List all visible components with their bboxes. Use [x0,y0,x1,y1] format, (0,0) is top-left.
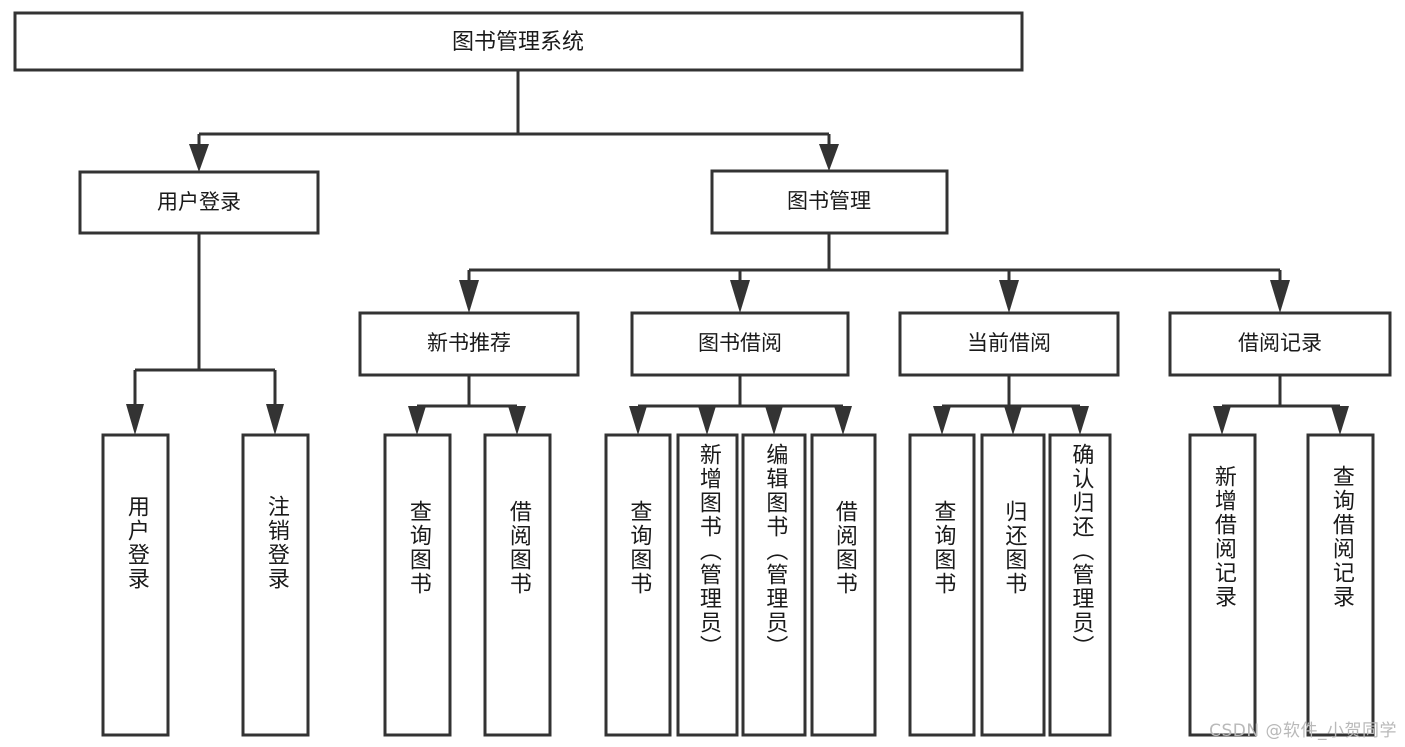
arrow-head-icon [819,144,839,171]
arrow-head-icon [698,406,716,435]
node-box-leaf-query-book-current[interactable] [908,433,976,737]
arrow-head-icon [1004,406,1022,435]
node-label: 新书推荐 [427,331,511,355]
arrow-head-icon [508,406,526,435]
node-box-leaf-add-book[interactable] [676,433,739,737]
node-box-leaf-query-borrow-record[interactable] [1306,433,1375,737]
arrow-head-icon [765,406,783,435]
arrow-head-icon [933,406,951,435]
arrow-head-icon [459,280,479,313]
connector-root-to-level2 [189,70,839,172]
arrow-head-icon [730,280,750,313]
node-box [358,311,580,377]
node-box-leaf-query-book-recommend[interactable] [383,433,452,737]
node-borrow-record[interactable]: 借阅记录 [1168,311,1392,377]
node-box-leaf-add-borrow-record[interactable] [1188,433,1257,737]
connector-current-to-leaves [933,375,1089,435]
connector-userlogin-to-leaves [126,233,284,435]
node-box [630,311,850,377]
node-label: 图书管理 [787,189,871,213]
arrow-head-icon [1270,280,1290,313]
arrow-head-icon [834,406,852,435]
node-box [710,169,949,235]
arrow-head-icon [266,404,284,435]
node-box [1168,311,1392,377]
connector-recommend-to-leaves [408,375,526,435]
node-user-login[interactable]: 用户登录 [78,170,320,235]
arrow-head-icon [629,406,647,435]
connector-record-to-leaves [1213,375,1349,435]
leaf-boxes [101,433,1375,737]
node-label: 当前借阅 [967,331,1051,355]
node-box [13,11,1024,72]
node-box-leaf-edit-book[interactable] [741,433,807,737]
node-box-leaf-query-book-borrow[interactable] [604,433,672,737]
arrow-head-icon [1213,406,1231,435]
arrow-head-icon [1331,406,1349,435]
arrow-head-icon [999,280,1019,313]
node-box [78,170,320,235]
arrow-head-icon [189,144,209,172]
node-box-leaf-confirm-return[interactable] [1048,433,1112,737]
arrow-head-icon [126,404,144,435]
node-label: 用户登录 [157,190,241,214]
node-box-leaf-user-logout[interactable] [241,433,310,737]
arrow-head-icon [1071,406,1089,435]
node-label: 图书借阅 [698,331,782,355]
arrow-head-icon [408,406,426,435]
node-box-leaf-borrow-book-recommend[interactable] [483,433,552,737]
node-box-leaf-borrow-book[interactable] [810,433,877,737]
node-new-book-recommend[interactable]: 新书推荐 [358,311,580,377]
connector-bookmgmt-to-level3 [459,233,1290,313]
node-box [898,311,1120,377]
node-box-leaf-return-book[interactable] [980,433,1046,737]
node-box-leaf-user-login[interactable] [101,433,170,737]
node-book-management[interactable]: 图书管理 [710,169,949,235]
node-root[interactable]: 图书管理系统 [13,11,1024,72]
node-current-borrow[interactable]: 当前借阅 [898,311,1120,377]
node-book-borrow[interactable]: 图书借阅 [630,311,850,377]
node-label: 图书管理系统 [452,30,584,55]
node-label: 借阅记录 [1238,331,1322,355]
connector-borrow-to-leaves [629,375,852,435]
